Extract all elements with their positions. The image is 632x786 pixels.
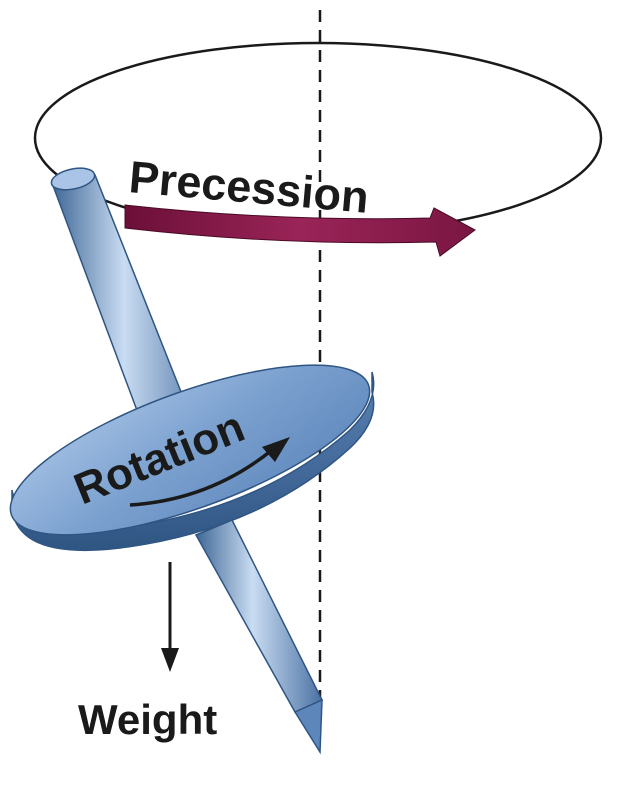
weight-arrow-icon xyxy=(161,562,179,672)
rotation-arrow-icon xyxy=(129,437,290,507)
rod-lower xyxy=(194,519,324,755)
weight-label: Weight xyxy=(78,696,217,743)
spinning-disk xyxy=(9,364,375,552)
precession-arrow-icon xyxy=(124,204,476,257)
